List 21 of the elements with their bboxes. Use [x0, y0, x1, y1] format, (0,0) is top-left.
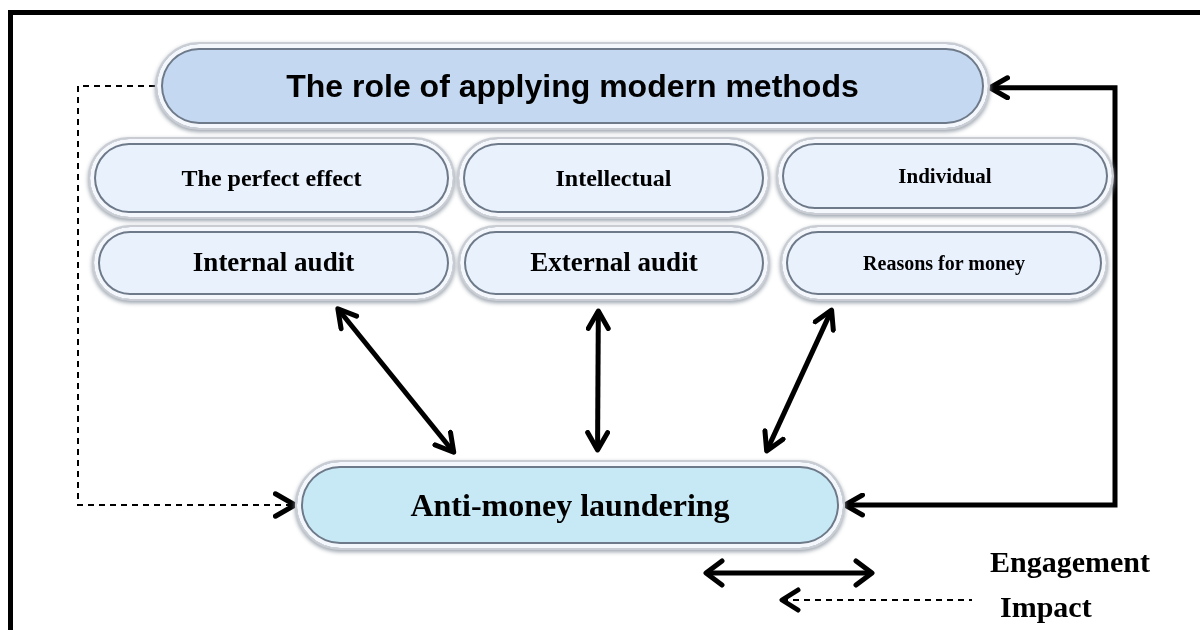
pill-box	[457, 137, 770, 219]
pill-box	[458, 225, 770, 301]
box-label: Internal audit	[192, 246, 355, 280]
pill-box	[776, 137, 1114, 215]
box-label: Reasons for money	[863, 250, 1025, 276]
pill-box	[295, 460, 845, 550]
box-label: The perfect effect	[181, 164, 362, 193]
arrow	[762, 307, 836, 454]
legend-label: Impact	[1000, 592, 1092, 622]
box-label: The role of applying modern methods	[286, 67, 859, 106]
box-label: External audit	[530, 246, 698, 280]
arrow	[585, 308, 611, 453]
pill-box	[155, 42, 990, 130]
pill-box	[88, 137, 455, 219]
arrow	[335, 306, 457, 455]
box-label: Anti-money laundering	[410, 486, 730, 525]
box-label: Individual	[898, 162, 992, 190]
box-label: Intellectual	[555, 164, 672, 193]
pill-box	[92, 225, 455, 301]
pill-box	[780, 225, 1108, 301]
legend-label: Engagement	[990, 547, 1150, 577]
